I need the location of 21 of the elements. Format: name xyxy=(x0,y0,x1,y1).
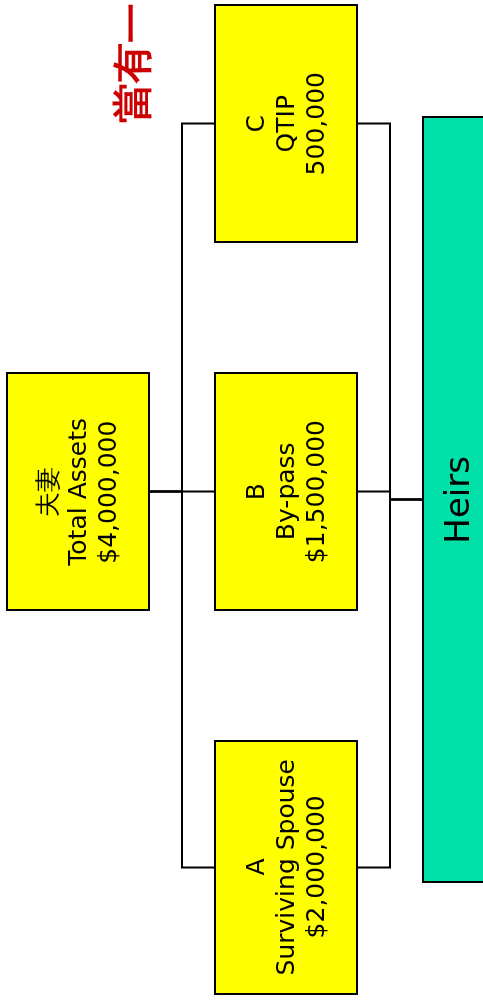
box-label: C xyxy=(241,114,271,133)
box-label: By-pass xyxy=(271,442,301,541)
box-label: Total Assets xyxy=(63,417,93,566)
connector-line xyxy=(149,490,215,869)
box-label: 夫妻 xyxy=(33,466,63,517)
box-label: B xyxy=(241,482,271,501)
box-label: $4,000,000 xyxy=(93,419,123,564)
box-label: $1,500,000 xyxy=(301,419,331,564)
connector-line xyxy=(357,498,423,869)
asset-box xyxy=(6,372,150,611)
heading: 當有一 xyxy=(112,2,154,125)
asset-box xyxy=(214,372,358,611)
asset-box xyxy=(214,4,358,243)
box-label: Heirs xyxy=(436,455,478,544)
heirs-bar xyxy=(422,116,483,883)
box-label: 500,000 xyxy=(301,71,331,176)
box-label: A xyxy=(241,858,271,877)
box-label: QTIP xyxy=(271,94,301,153)
box-label: $2,000,000 xyxy=(301,795,331,940)
box-label: Surviving Spouse xyxy=(271,759,301,976)
asset-box xyxy=(214,740,358,995)
